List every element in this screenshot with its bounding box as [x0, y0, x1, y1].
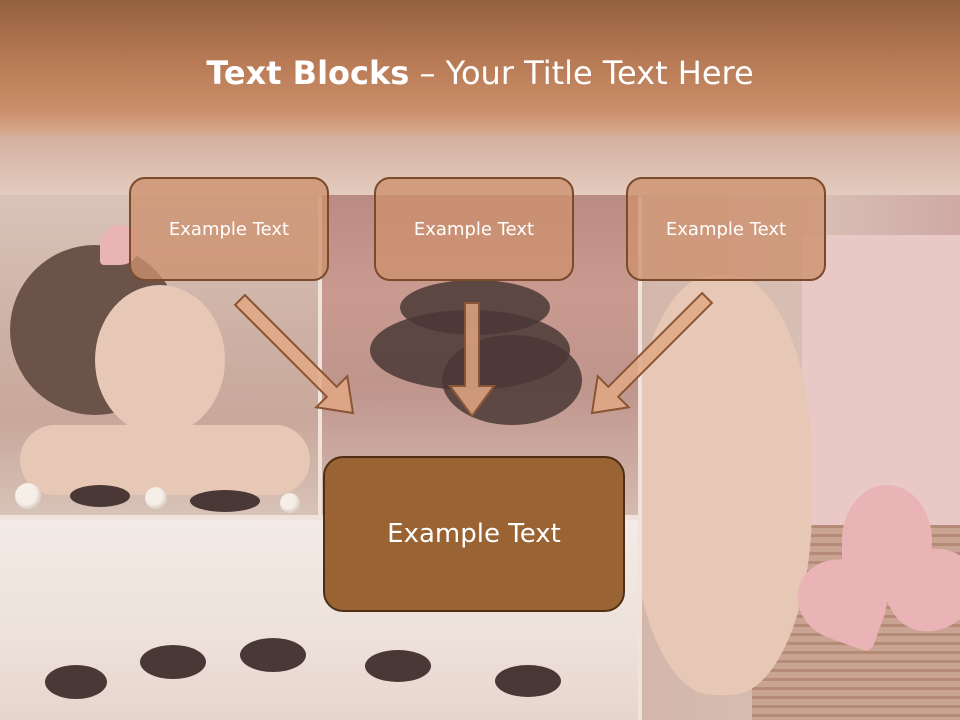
stone-shape — [45, 665, 107, 699]
stone-shape — [70, 485, 130, 507]
stone-shape — [140, 645, 206, 679]
text-block-3[interactable]: Example Text — [626, 177, 826, 281]
stone-shape — [442, 335, 582, 425]
stone-shape — [495, 665, 561, 697]
header-band — [0, 0, 960, 135]
stone-shape — [240, 638, 306, 672]
face-shape — [642, 275, 812, 695]
slide-title: Text Blocks – Your Title Text Here — [0, 54, 960, 92]
photo-woman-relaxing — [642, 195, 960, 720]
title-rest-part: – Your Title Text Here — [409, 54, 754, 92]
arm-shape — [20, 425, 310, 495]
face-shape — [95, 285, 225, 435]
pearl-shape — [15, 483, 41, 509]
stone-shape — [365, 650, 431, 682]
pearl-shape — [280, 493, 300, 513]
text-block-2[interactable]: Example Text — [374, 177, 574, 281]
text-block-main[interactable]: Example Text — [323, 456, 625, 612]
stone-shape — [190, 490, 260, 512]
text-block-1[interactable]: Example Text — [129, 177, 329, 281]
pearl-shape — [145, 487, 167, 509]
title-bold-part: Text Blocks — [206, 54, 410, 92]
